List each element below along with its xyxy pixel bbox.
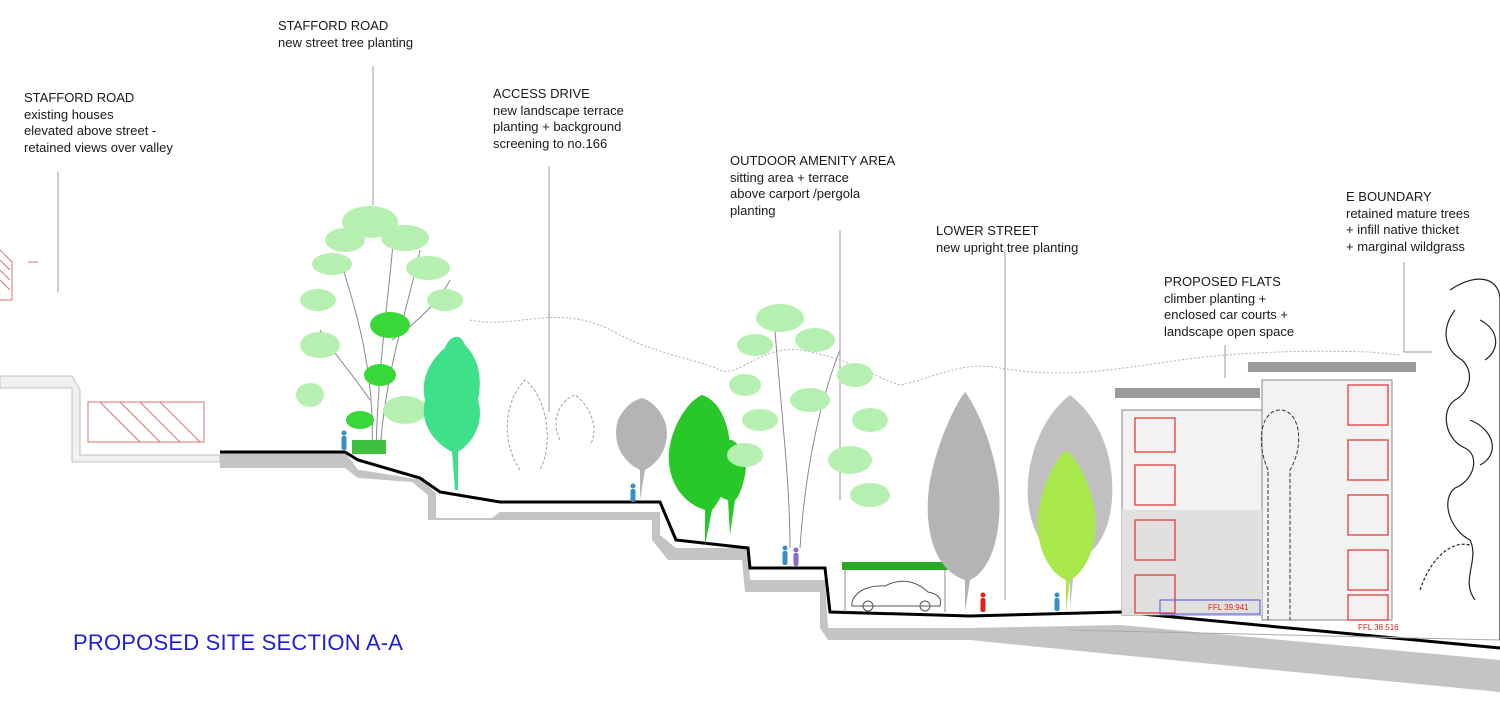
lower-street-trees <box>927 392 1113 612</box>
person-icon <box>980 592 986 612</box>
car-icon <box>851 580 941 607</box>
annotation-stafford-road-trees: STAFFORD ROAD new street tree planting <box>278 18 414 50</box>
annotation-outdoor-amenity: OUTDOOR AMENITY AREA sitting area + terr… <box>730 153 896 218</box>
outdoor-amenity-trees <box>727 304 890 549</box>
annotation-stafford-road-houses: STAFFORD ROAD existing houses elevated a… <box>24 90 173 155</box>
stafford-road-trees <box>296 206 480 490</box>
annotation-proposed-flats: PROPOSED FLATS climber planting + enclos… <box>1164 274 1295 339</box>
ffl-lower-label: FFL 38.516 <box>1358 623 1399 632</box>
annotation-access-drive: ACCESS DRIVE new landscape terrace plant… <box>493 86 624 151</box>
annotation-lower-street: LOWER STREET new upright tree planting <box>936 223 1079 255</box>
lower-street-edge <box>1069 629 1500 641</box>
person-icon <box>341 430 347 450</box>
ground-soil <box>220 452 1500 692</box>
existing-wall-left <box>0 375 221 463</box>
person-icon <box>1054 592 1060 611</box>
ground-line <box>220 450 1500 650</box>
people-figures <box>341 430 1060 612</box>
background-ridge <box>469 317 1401 386</box>
access-drive-trees <box>506 379 746 545</box>
person-icon <box>793 547 799 566</box>
drawing-title: PROPOSED SITE SECTION A-A <box>73 630 404 655</box>
existing-house-left <box>0 249 205 443</box>
person-icon <box>630 483 636 502</box>
proposed-flats-building: FFL 39.941 FFL 38.516 <box>1115 362 1416 632</box>
person-icon <box>782 545 788 565</box>
carport-pergola <box>842 562 948 612</box>
annotation-e-boundary: E BOUNDARY retained mature trees + infil… <box>1346 189 1470 254</box>
ffl-upper-label: FFL 39.941 <box>1208 603 1249 612</box>
e-boundary-trees <box>1419 278 1500 640</box>
